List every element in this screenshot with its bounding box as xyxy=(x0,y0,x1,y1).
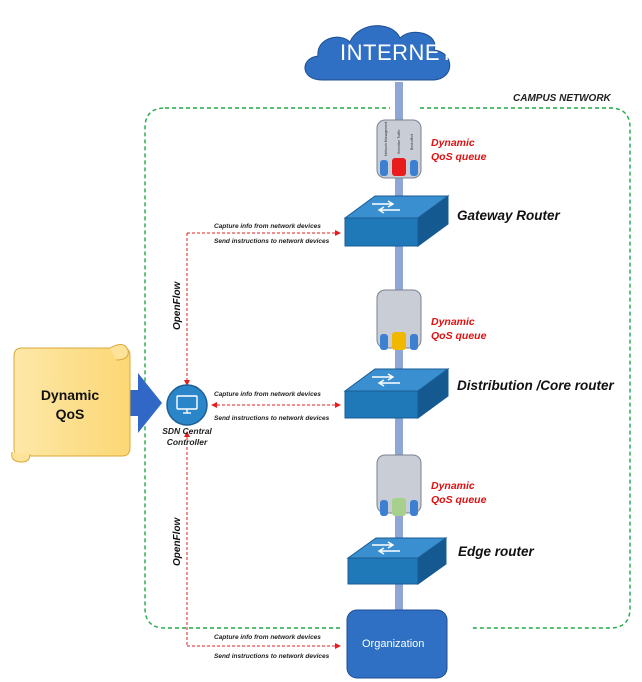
qos-line2: QoS queue xyxy=(431,330,487,342)
internet-label: INTERNET xyxy=(340,40,454,65)
organization-label: Organization xyxy=(362,638,425,650)
backbone-link xyxy=(395,82,403,622)
internet-cloud-icon xyxy=(304,25,451,81)
queue-label-best: Best-effort xyxy=(410,133,414,150)
queue-stack-edge xyxy=(376,454,422,516)
campus-network-label: CAMPUS NETWORK xyxy=(513,93,611,104)
campus-boundary xyxy=(144,107,631,629)
dynamic-qos-label: Dynamic QoS xyxy=(28,386,112,424)
qos-to-controller-arrow-icon xyxy=(118,373,162,433)
gateway-router-switch-icon xyxy=(343,195,450,247)
gateway-send-label: Send instructions to network devices xyxy=(214,238,330,245)
controller-line2: Controller xyxy=(166,437,208,447)
distribution-router-switch-icon xyxy=(343,368,450,419)
controller-line1: SDN Central xyxy=(162,426,212,436)
distribution-router-label: Distribution /Core router xyxy=(457,378,614,393)
organization-capture-label: Capture info from network devices xyxy=(214,634,321,641)
edge-router-switch-icon xyxy=(346,537,448,585)
gateway-capture-label: Capture info from network devices xyxy=(214,223,321,230)
distribution-send-label: Send instructions to network devices xyxy=(214,415,330,422)
gateway-qos-queue-label: Dynamic QoS queue xyxy=(431,136,486,164)
edge-qos-queue-label: Dynamic QoS queue xyxy=(431,479,486,507)
dynamic-qos-line2: QoS xyxy=(55,406,85,422)
qos-line1: Dynamic xyxy=(431,480,475,492)
sdn-controller-label: SDN Central Controller xyxy=(150,426,224,448)
queue-stack-gateway xyxy=(376,119,422,179)
qos-line1: Dynamic xyxy=(431,316,475,328)
organization-box xyxy=(346,609,448,679)
control-arrows xyxy=(184,230,341,649)
qos-line2: QoS queue xyxy=(431,494,487,506)
distribution-qos-queue-label: Dynamic QoS queue xyxy=(431,315,486,343)
openflow-label-top: OpenFlow xyxy=(172,281,183,330)
distribution-capture-label: Capture info from network devices xyxy=(214,391,321,398)
dynamic-qos-line1: Dynamic xyxy=(40,387,100,403)
qos-line2: QoS queue xyxy=(431,151,487,163)
edge-router-label: Edge router xyxy=(458,544,534,559)
sdn-controller-icon xyxy=(166,384,208,426)
queue-label-sens: Sensitive Traffic xyxy=(397,129,401,154)
openflow-label-bottom: OpenFlow xyxy=(172,517,183,566)
queue-stack-distribution xyxy=(376,289,422,350)
gateway-router-label: Gateway Router xyxy=(457,208,560,223)
queue-label-mgmt: Network Management xyxy=(384,121,388,156)
qos-line1: Dynamic xyxy=(431,137,475,149)
dynamic-qos-scroll-icon xyxy=(11,344,131,463)
organization-send-label: Send instructions to network devices xyxy=(214,653,330,660)
